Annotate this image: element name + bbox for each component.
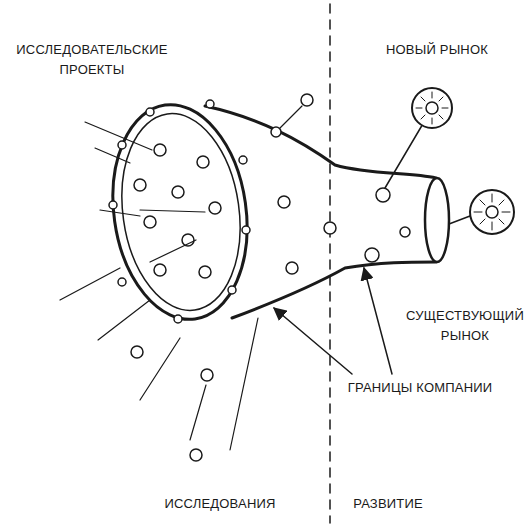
market-link bbox=[385, 122, 424, 188]
market-disc bbox=[470, 190, 514, 234]
rim-notches bbox=[109, 100, 250, 323]
phase-label: ИССЛЕДОВАНИЯ bbox=[155, 494, 285, 514]
funnel-rim-inner bbox=[110, 106, 252, 318]
boundary-pointer bbox=[364, 268, 392, 374]
project-holes bbox=[134, 144, 410, 278]
project-dots bbox=[131, 94, 313, 461]
boundary-pointer bbox=[274, 308, 352, 374]
market-label: НОВЫЙ РЫНОК bbox=[372, 40, 502, 60]
funnel-outlet bbox=[425, 178, 449, 262]
market-link bbox=[449, 216, 470, 224]
boundary-label: ГРАНИЦЫ КОМПАНИИ bbox=[340, 378, 500, 398]
section-label: ИССЛЕДОВАТЕЛЬСКИЕ ПРОЕКТЫ bbox=[4, 40, 180, 80]
project-trails bbox=[60, 122, 258, 450]
project-trail bbox=[280, 106, 302, 128]
divider-line bbox=[329, 4, 331, 523]
funnel-top bbox=[205, 106, 436, 178]
funnel-rim bbox=[100, 96, 261, 328]
phase-label: РАЗВИТИЕ bbox=[338, 494, 438, 514]
market-disc bbox=[412, 88, 452, 128]
market-label: СУЩЕСТВУЮЩИЙ РЫНОК bbox=[404, 306, 526, 346]
